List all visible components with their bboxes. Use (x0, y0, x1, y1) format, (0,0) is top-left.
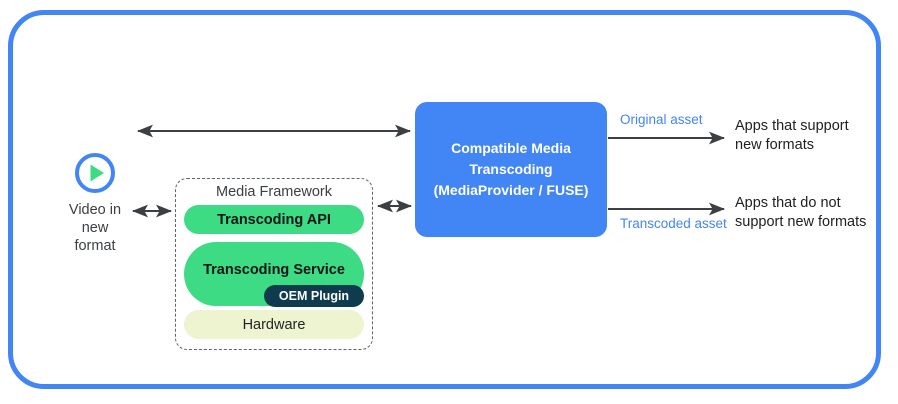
video-source-label: Video in new format (68, 202, 122, 254)
media-framework-container (175, 178, 373, 350)
label-apps-that-do-not-support-new-formats: Apps that do not support new formats (735, 195, 867, 230)
play-circle-icon (74, 152, 116, 194)
label-original-asset: Original asset (620, 112, 703, 127)
layer-transcoding-api[interactable]: Transcoding API (184, 205, 364, 234)
compatible-media-transcoding-box[interactable]: Compatible Media Transcoding (MediaProvi… (415, 102, 607, 237)
layer-oem-plugin[interactable]: OEM Plugin (264, 285, 364, 307)
media-framework-title: Media Framework (215, 184, 333, 200)
label-transcoded-asset: Transcoded asset (620, 216, 727, 231)
layer-hardware[interactable]: Hardware (184, 310, 364, 339)
label-apps-that-support-new-formats: Apps that support new formats (735, 118, 849, 153)
